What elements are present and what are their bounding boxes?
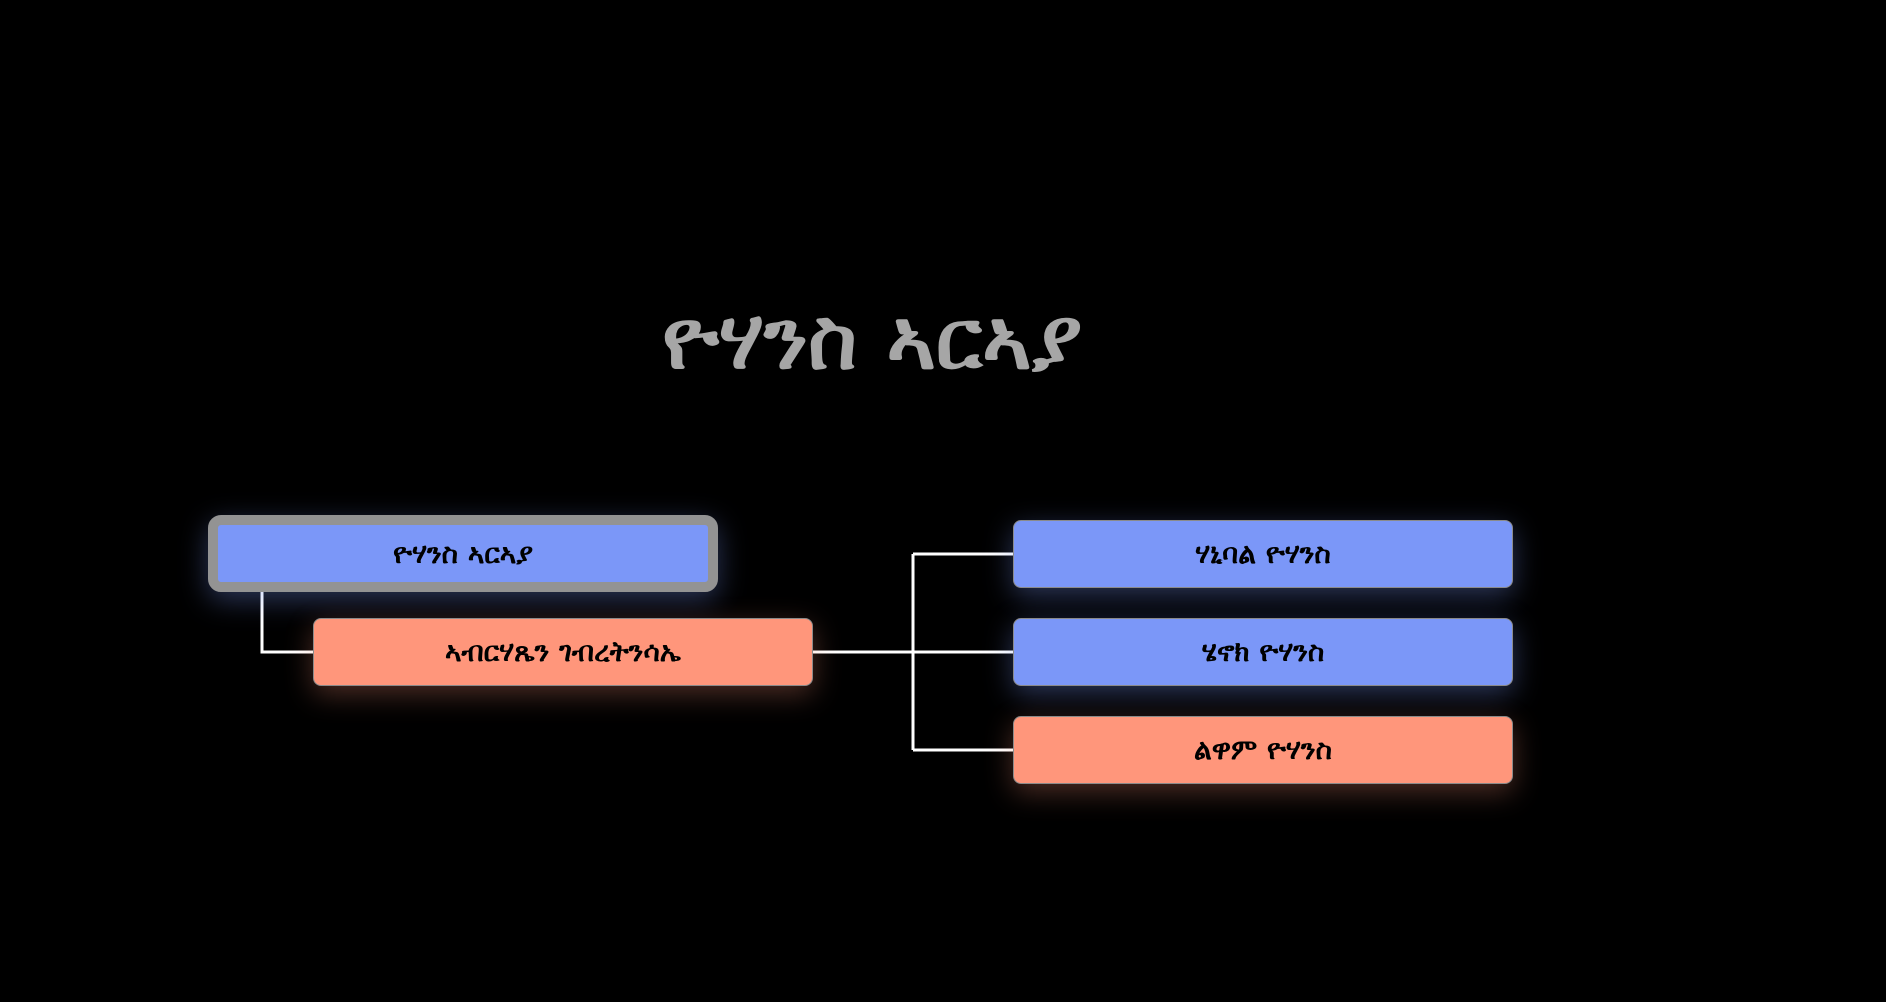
- person-node-child-2[interactable]: ሄኖክ ዮሃንስ: [1013, 618, 1513, 686]
- person-name: ዮሃንስ ኣርኣያ: [392, 536, 534, 570]
- person-node-spouse[interactable]: ኣብርሃጼን ገብረትንሳኤ: [313, 618, 813, 686]
- person-node-child-3[interactable]: ልዋም ዮሃንስ: [1013, 716, 1513, 784]
- root-spouse-link: [260, 592, 313, 654]
- person-name: ልዋም ዮሃንስ: [1193, 733, 1333, 766]
- person-name: ሃኒባል ዮሃንስ: [1195, 537, 1331, 570]
- person-name: ኣብርሃጼን ገብረትንሳኤ: [445, 635, 681, 668]
- person-name: ሄኖክ ዮሃንስ: [1201, 635, 1325, 668]
- person-node-child-1[interactable]: ሃኒባል ዮሃንስ: [1013, 520, 1513, 588]
- person-node-root[interactable]: ዮሃንስ ኣርኣያ: [208, 515, 718, 592]
- tree-title: ዮሃንስ ኣርኣያ: [661, 290, 1083, 388]
